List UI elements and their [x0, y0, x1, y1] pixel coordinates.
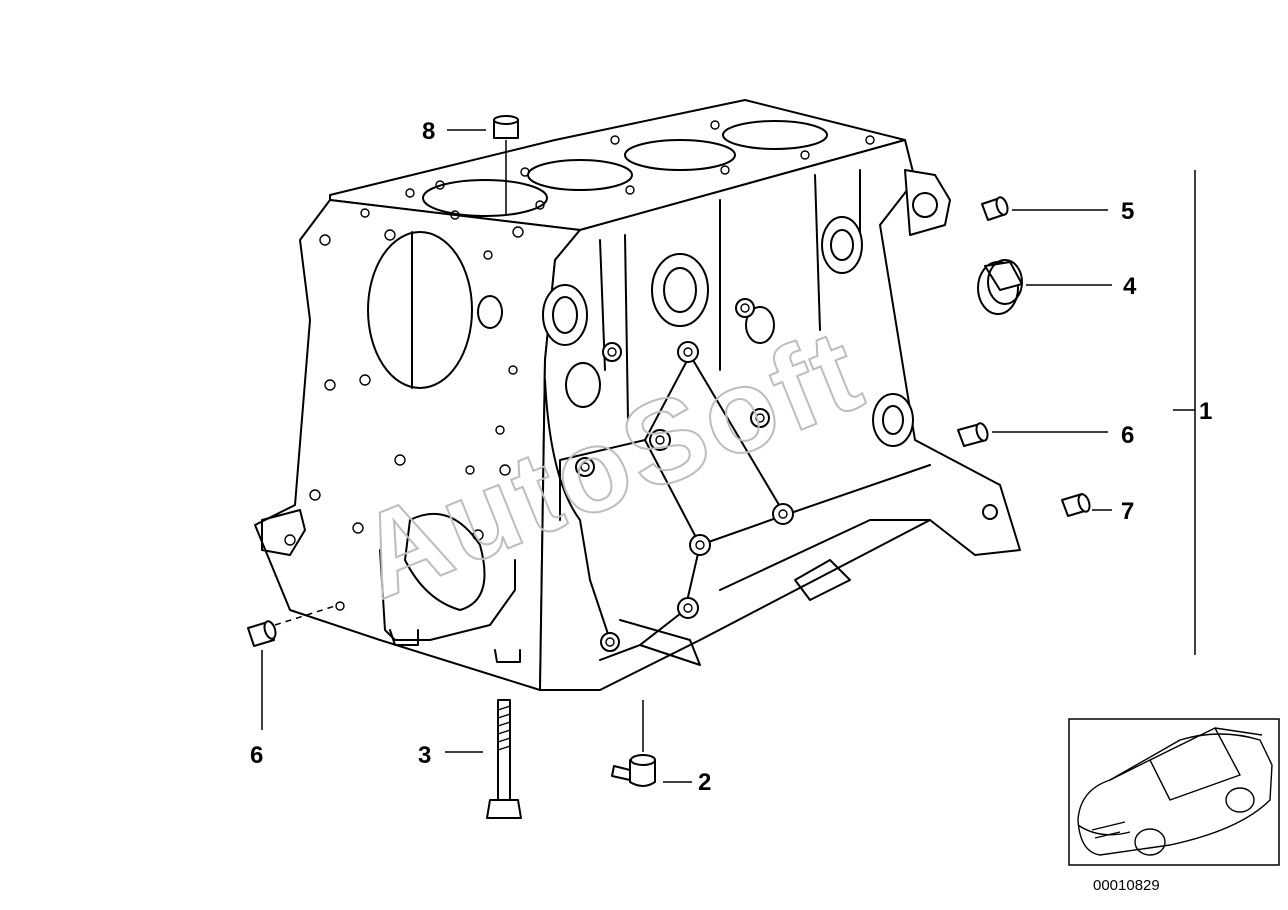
- part-3-bolt: [486, 699, 522, 819]
- callout-1: 1: [1199, 398, 1212, 425]
- callout-3: 3: [418, 742, 431, 769]
- drawing-code: 00010829: [1093, 877, 1160, 894]
- part-4-sealing-cap: [977, 259, 1023, 315]
- part-8-dowel-sleeve: [493, 115, 519, 139]
- part-2-oil-spray-nozzle: [611, 754, 656, 787]
- callout-6-left: 6: [250, 742, 263, 769]
- leader-lines: [261, 129, 1196, 783]
- callout-8: 8: [422, 118, 435, 145]
- callout-6-right: 6: [1121, 422, 1134, 449]
- callout-5: 5: [1121, 198, 1134, 225]
- car-icon: [1077, 727, 1273, 856]
- part-5-dowel-sleeve: [981, 196, 1009, 221]
- part-7-sleeve: [1061, 493, 1091, 517]
- callout-4: 4: [1123, 273, 1137, 300]
- part-6-left-sleeve: [247, 605, 336, 647]
- callout-2: 2: [698, 769, 711, 796]
- part-6-right-sleeve: [957, 422, 989, 447]
- vehicle-thumbnail: [1068, 718, 1280, 866]
- engine-block: [254, 99, 1021, 691]
- callout-7: 7: [1121, 498, 1134, 525]
